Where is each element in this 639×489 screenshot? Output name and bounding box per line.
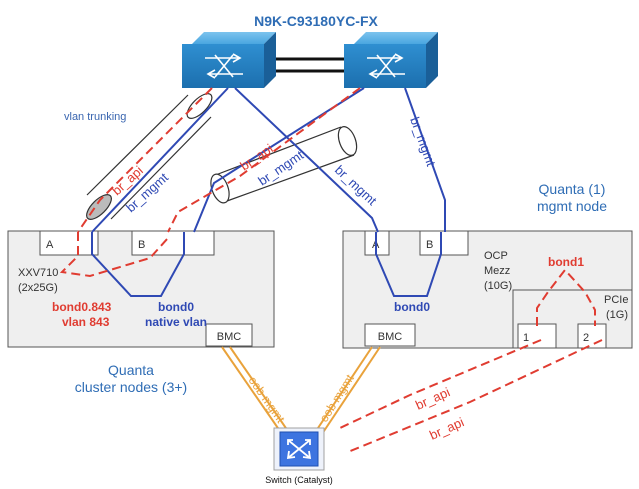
vlan-trunking-label: vlan trunking <box>64 111 126 123</box>
mgmt-node-chassis: A B OCP Mezz (10G) BMC PCIe (1G) 1 2 <box>342 230 633 349</box>
cluster-bmc-box <box>205 323 253 347</box>
br-api-label-lower-2: br_api <box>427 414 466 442</box>
cluster-port-a-label: A <box>46 239 54 251</box>
oob-mgmt-label-right: oob mgmt <box>317 371 357 424</box>
mgmt-mezz-label: Mezz <box>484 265 510 277</box>
mgmt-ocp-label: OCP <box>484 250 508 262</box>
cluster-node-chassis: A B XXV710 (2x25G) BMC <box>7 230 275 348</box>
br-api-label-lower-1: br_api <box>413 384 452 412</box>
cluster-bmc-label: BMC <box>217 331 242 343</box>
cluster-port-a <box>39 230 99 256</box>
vlan-843-label: vlan 843 <box>62 315 110 329</box>
cluster-port-b-label: B <box>138 239 145 251</box>
cluster-port-b <box>131 230 215 256</box>
switch-arrows-icon <box>367 53 405 79</box>
cluster-caption-title: Quanta <box>108 362 154 378</box>
pcie-label: PCIe <box>604 294 628 306</box>
cluster-caption-subtitle: cluster nodes (3+) <box>75 379 187 395</box>
switch-arrows-icon <box>205 53 243 79</box>
pcie-port-1 <box>517 323 557 349</box>
cluster-nic-model: XXV710 <box>18 267 58 279</box>
catalyst-switch-label: Switch (Catalyst) <box>265 475 333 485</box>
nexus-switch-left <box>182 32 276 88</box>
mgmt-bmc-box <box>364 323 416 347</box>
br-api-links <box>59 87 603 453</box>
pcie-port-2 <box>577 323 607 349</box>
mgmt-port-b-label: B <box>426 239 433 251</box>
br-mgmt-links <box>91 87 446 297</box>
native-vlan-label: native vlan <box>145 315 207 329</box>
mgmt-ocp-speed: (10G) <box>484 280 512 292</box>
mgmt-bmc-label: BMC <box>378 331 403 343</box>
pcie-speed: (1G) <box>606 309 628 321</box>
mgmt-bond0-label: bond0 <box>394 300 430 314</box>
oob-mgmt-label-left: oob mgmt <box>246 374 288 426</box>
cluster-bond0-label: bond0 <box>158 300 194 314</box>
mgmt-caption-subtitle: mgmt node <box>537 198 607 214</box>
pcie-port-2-label: 2 <box>583 332 589 344</box>
catalyst-switch: Switch (Catalyst) <box>265 427 333 485</box>
mgmt-caption-title: Quanta (1) <box>539 181 606 197</box>
br-mgmt-label-right: br_mgmt <box>407 115 439 169</box>
switch-arrows-icon <box>286 439 312 460</box>
pcie-port-1-label: 1 <box>523 332 529 344</box>
nexus-switch-right <box>344 32 438 88</box>
trunk-tube-left <box>86 93 213 220</box>
diagram-title: N9K-C93180YC-FX <box>254 13 378 29</box>
oob-mgmt-links <box>221 346 381 435</box>
cluster-nic-speed: (2x25G) <box>18 282 58 294</box>
bond-vlan-label: bond0.843 <box>52 300 112 314</box>
mgmt-bond1-label: bond1 <box>548 255 584 269</box>
